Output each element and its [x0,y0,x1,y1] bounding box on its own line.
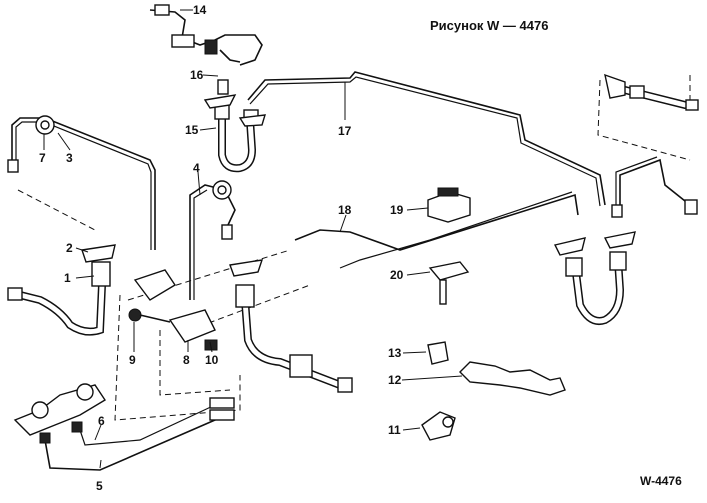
leader-lines [43,9,463,469]
callout-19: 19 [390,203,404,217]
callout-11: 11 [388,423,401,437]
callout-8: 8 [183,353,190,367]
callout-6: 6 [98,414,105,428]
master-cylinder [13,383,235,471]
callout-16: 16 [190,68,204,82]
callout-9: 9 [129,353,136,367]
part-19-20 [427,187,471,305]
hose-1 [7,244,116,336]
right-rear-pipe [611,156,698,218]
callout-1: 1 [64,271,71,285]
valve-block [128,269,218,351]
callout-15: 15 [185,123,199,137]
pipe-3 [7,115,156,250]
pipe-4 [189,180,236,300]
right-u-hose [553,231,636,325]
callout-14: 14 [193,3,207,17]
pipe-17 [247,71,606,207]
callout-5: 5 [96,479,103,493]
callout-13: 13 [388,346,402,360]
front-center-hose [229,259,353,393]
callout-17: 17 [338,124,352,138]
right-upper-hose [604,73,699,111]
callout-10: 10 [205,353,219,367]
callout-12: 12 [388,373,402,387]
callout-7: 7 [39,151,46,165]
hose-15 [203,79,266,173]
figure-title: Рисунок W — 4476 [430,18,549,33]
callout-18: 18 [338,203,352,217]
callouts: 1 2 3 4 5 6 7 8 9 10 11 12 13 14 15 16 1… [39,3,404,493]
dashed-guides [17,75,691,421]
pipe-14 [149,4,263,66]
callout-4: 4 [193,161,200,175]
part-11-12-13 [421,341,566,441]
callout-2: 2 [66,241,73,255]
pipe-18 [294,191,579,269]
figure-code: W-4476 [640,474,682,488]
callout-3: 3 [66,151,73,165]
callout-20: 20 [390,268,404,282]
